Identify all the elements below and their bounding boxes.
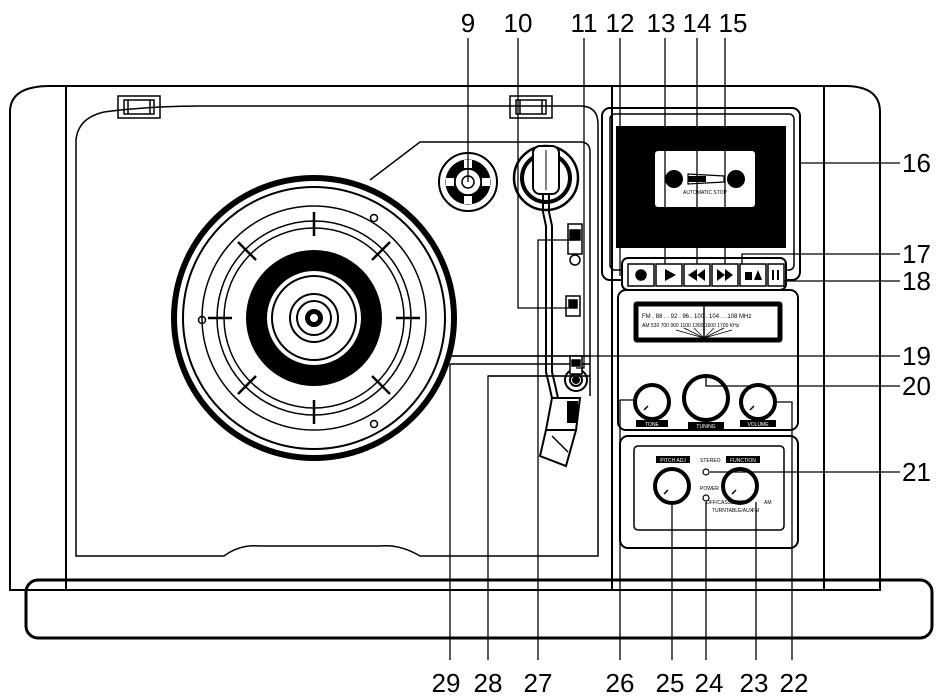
callout-24: 24 (695, 668, 724, 698)
volume-label: VOLUME (747, 422, 769, 428)
auto-stop-label: AUTOMATIC STOP (683, 190, 728, 196)
callout-15: 15 (719, 8, 748, 38)
deck-indicator-dot (687, 239, 693, 245)
tone-knob[interactable]: TONE (633, 383, 671, 428)
callout-29: 29 (432, 668, 461, 698)
tonearm-cueing-lever (567, 223, 583, 266)
tonearm-pivot (512, 144, 580, 212)
right-hinge (509, 95, 553, 119)
cabinet (9, 85, 934, 640)
auto-stop-switch (569, 355, 583, 375)
pitch-label: PITCH ADJ (660, 458, 686, 464)
cassette-buttons[interactable] (621, 257, 787, 291)
stereo-label: STEREO (700, 458, 721, 464)
tuning-label: TUNING (696, 424, 715, 430)
function-knob[interactable]: FUNCTION (721, 456, 760, 505)
play-button[interactable] (655, 263, 683, 287)
tuning-knob[interactable]: TUNING (682, 374, 730, 430)
callout-14: 14 (683, 8, 712, 38)
callout-26: 26 (606, 668, 635, 698)
pitch-adjust-knob[interactable]: PITCH ADJ (653, 456, 691, 505)
callout-23: 23 (740, 668, 769, 698)
stop-eject-button[interactable] (739, 263, 767, 287)
power-indicator: POWER (700, 486, 719, 502)
fm-scale-text: FM . 88 . . 92 . 96 . 100 . 104 . . 108 … (642, 314, 751, 320)
platter-spokes (208, 212, 420, 424)
record-button[interactable] (627, 263, 655, 287)
callout-9: 9 (461, 8, 475, 38)
callout-11: 11 (571, 8, 598, 38)
callout-20: 20 (902, 371, 931, 401)
turntable-platter (171, 175, 457, 461)
stereo-indicator: STEREO (700, 458, 721, 476)
function-option-off-cassette: OFF/CASSETTE (706, 500, 744, 506)
control-panel (619, 435, 799, 549)
callout-17: 17 (902, 239, 931, 269)
rewind-button[interactable] (683, 263, 711, 287)
tone-label: TONE (645, 422, 659, 428)
dust-cover (75, 105, 599, 557)
callout-18: 18 (902, 266, 931, 296)
pause-button[interactable] (767, 263, 785, 287)
callout-21: 21 (902, 457, 931, 487)
callout-16: 16 (902, 148, 931, 178)
callout-25: 25 (656, 668, 685, 698)
leader-lines (449, 38, 900, 660)
record-label-area (246, 250, 382, 386)
function-label: FUNCTION (730, 458, 756, 464)
power-label: POWER (700, 486, 719, 492)
cartridge-headshell (538, 397, 582, 468)
am-scale-text: AM 530 700 900 1100 1300 1600 1700 KHz (642, 323, 740, 329)
tonearm (542, 194, 559, 399)
callout-19: 19 (902, 341, 931, 371)
fast-forward-button[interactable] (711, 263, 739, 287)
callout-22: 22 (780, 668, 809, 698)
callout-13: 13 (647, 8, 676, 38)
callout-numbers: 9 10 11 12 13 14 15 16 17 18 19 20 21 22… (432, 8, 931, 698)
cassette-tape: AUTOMATIC STOP (653, 149, 757, 209)
left-hinge (117, 95, 161, 119)
callout-28: 28 (474, 668, 503, 698)
tuning-dial-window: FM . 88 . . 92 . 96 . 100 . 104 . . 108 … (633, 301, 783, 343)
volume-knob[interactable]: VOLUME (739, 383, 777, 428)
radio-panel (617, 289, 799, 431)
callout-12: 12 (606, 8, 635, 38)
function-option-am: AM (764, 500, 772, 506)
function-option-turntable-aux: TURNTABLE/AUX (712, 508, 754, 514)
speed-selector (565, 295, 581, 317)
callout-10: 10 (504, 8, 533, 38)
callout-27: 27 (524, 668, 553, 698)
